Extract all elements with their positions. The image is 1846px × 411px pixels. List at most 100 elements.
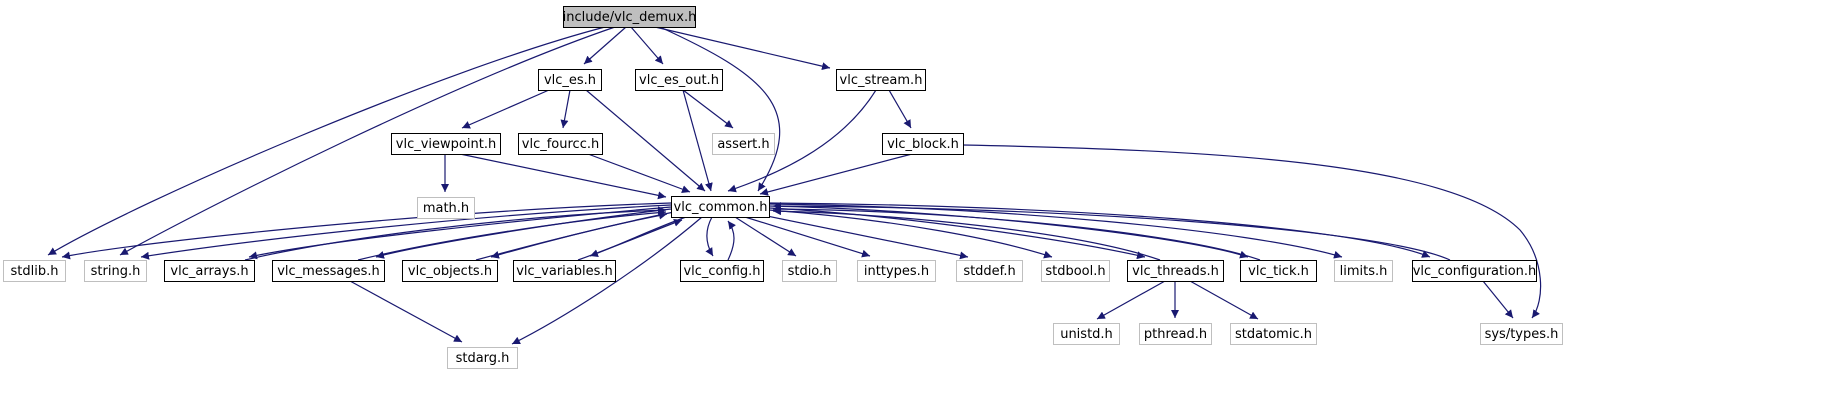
edge-vlc-es-to-vlc-fourcc (560, 89, 571, 129)
node-box-vlc-objects (402, 260, 498, 282)
node-box-stdbool (1041, 260, 1110, 282)
node-math: math.h (417, 197, 475, 219)
node-box-assert (712, 133, 775, 155)
edge-vlc-common-to-limits (768, 203, 1343, 259)
node-box-stddef (956, 260, 1023, 282)
node-label-string: string.h (91, 264, 141, 279)
node-vlc-fourcc[interactable]: vlc_fourcc.h (518, 133, 603, 155)
node-stdlib: stdlib.h (3, 260, 66, 282)
node-box-pthread (1139, 323, 1212, 345)
edge-vlc-threads-to-stdatomic (1189, 280, 1259, 320)
edge-vlc-common-to-stdarg (511, 216, 703, 345)
edge-vlc-demux-to-string (119, 26, 616, 256)
node-label-vlc-demux: include/vlc_demux.h (563, 10, 697, 25)
node-label-stdatomic: stdatomic.h (1235, 327, 1312, 342)
node-box-vlc-config (680, 260, 764, 282)
node-box-vlc-es (538, 69, 602, 91)
node-vlc-messages[interactable]: vlc_messages.h (272, 260, 385, 282)
edge-vlc-tick-to-vlc-common (772, 205, 1261, 261)
node-vlc-es-out[interactable]: vlc_es_out.h (635, 69, 723, 91)
node-vlc-objects[interactable]: vlc_objects.h (402, 260, 498, 282)
node-label-vlc-es: vlc_es.h (544, 73, 596, 88)
node-box-limits (1334, 260, 1393, 282)
node-box-vlc-demux (563, 6, 696, 28)
node-vlc-es[interactable]: vlc_es.h (538, 69, 602, 91)
node-string: string.h (84, 260, 147, 282)
edge-vlc-demux-to-vlc-es-out (630, 26, 664, 65)
node-label-limits: limits.h (1340, 264, 1388, 279)
node-unistd: unistd.h (1053, 323, 1120, 345)
edge-vlc-demux-to-stdlib (47, 26, 606, 256)
edge-vlc-messages-to-stdarg (349, 280, 463, 343)
node-vlc-variables[interactable]: vlc_variables.h (513, 260, 616, 282)
edge-vlc-block-to-sys-types (962, 144, 1542, 319)
edge-vlc-variables-to-vlc-common (577, 218, 683, 261)
node-box-vlc-threads (1127, 260, 1224, 282)
node-stdatomic: stdatomic.h (1230, 323, 1317, 345)
node-label-stddef: stddef.h (963, 264, 1015, 279)
node-label-vlc-tick: vlc_tick.h (1248, 264, 1309, 279)
node-vlc-demux[interactable]: include/vlc_demux.h (563, 6, 697, 28)
node-inttypes: inttypes.h (857, 260, 936, 282)
node-label-vlc-viewpoint: vlc_viewpoint.h (396, 137, 496, 152)
node-box-string (84, 260, 147, 282)
node-stddef: stddef.h (956, 260, 1023, 282)
edge-vlc-stream-to-vlc-common (727, 89, 877, 193)
node-box-vlc-stream (836, 69, 926, 91)
edge-vlc-common-to-stdbool (768, 209, 1053, 259)
node-vlc-stream[interactable]: vlc_stream.h (836, 69, 926, 91)
edges-layer (47, 26, 1542, 345)
node-label-vlc-objects: vlc_objects.h (408, 264, 492, 279)
node-box-vlc-tick (1240, 260, 1317, 282)
node-vlc-viewpoint[interactable]: vlc_viewpoint.h (391, 133, 501, 155)
node-vlc-configuration[interactable]: vlc_configuration.h (1412, 260, 1537, 282)
node-label-vlc-arrays: vlc_arrays.h (170, 264, 248, 279)
edge-vlc-common-to-inttypes (744, 216, 871, 258)
node-vlc-common[interactable]: vlc_common.h (671, 196, 770, 218)
node-label-vlc-variables: vlc_variables.h (516, 264, 613, 279)
node-box-vlc-fourcc (518, 133, 603, 155)
node-label-sys-types: sys/types.h (1485, 327, 1559, 342)
node-box-stdatomic (1230, 323, 1317, 345)
node-label-vlc-block: vlc_block.h (887, 137, 959, 152)
node-label-pthread: pthread.h (1144, 327, 1207, 342)
edge-vlc-common-to-stdio (734, 216, 797, 257)
node-assert: assert.h (712, 133, 775, 155)
edge-vlc-config-to-vlc-common (727, 220, 736, 261)
node-label-vlc-configuration: vlc_configuration.h (1413, 264, 1537, 279)
edge-vlc-threads-to-vlc-common (772, 207, 1161, 261)
node-vlc-arrays[interactable]: vlc_arrays.h (164, 260, 255, 282)
node-vlc-tick[interactable]: vlc_tick.h (1240, 260, 1317, 282)
node-label-vlc-messages: vlc_messages.h (277, 264, 380, 279)
edge-vlc-configuration-to-vlc-common (772, 202, 1451, 261)
edge-vlc-objects-to-vlc-common (475, 211, 668, 261)
edge-vlc-common-to-vlc-threads (768, 207, 1146, 260)
node-label-vlc-stream: vlc_stream.h (840, 73, 923, 88)
node-label-stdlib: stdlib.h (11, 264, 59, 279)
edge-vlc-configuration-to-sys-types (1482, 280, 1514, 319)
node-sys-types: sys/types.h (1480, 323, 1563, 345)
node-vlc-threads[interactable]: vlc_threads.h (1127, 260, 1224, 282)
edge-vlc-demux-to-vlc-es (583, 26, 627, 65)
node-pthread: pthread.h (1139, 323, 1212, 345)
node-vlc-block[interactable]: vlc_block.h (882, 133, 964, 155)
node-label-vlc-fourcc: vlc_fourcc.h (522, 137, 599, 152)
edge-vlc-es-out-to-assert (682, 89, 734, 129)
node-box-sys-types (1480, 323, 1563, 345)
node-stdarg: stdarg.h (447, 347, 518, 369)
edge-vlc-stream-to-vlc-block (888, 89, 912, 129)
node-label-stdbool: stdbool.h (1045, 264, 1105, 279)
node-vlc-config[interactable]: vlc_config.h (680, 260, 764, 282)
edge-vlc-es-out-to-vlc-common (682, 89, 713, 192)
node-box-vlc-configuration (1412, 260, 1537, 282)
node-box-stdio (782, 260, 837, 282)
edge-vlc-arrays-to-vlc-common (244, 206, 667, 261)
edge-vlc-threads-to-unistd (1096, 280, 1166, 320)
edge-vlc-common-to-stddef (756, 213, 969, 260)
node-label-vlc-config: vlc_config.h (683, 264, 760, 279)
node-limits: limits.h (1334, 260, 1393, 282)
node-label-inttypes: inttypes.h (864, 264, 929, 279)
edge-vlc-demux-to-vlc-common (659, 26, 781, 192)
